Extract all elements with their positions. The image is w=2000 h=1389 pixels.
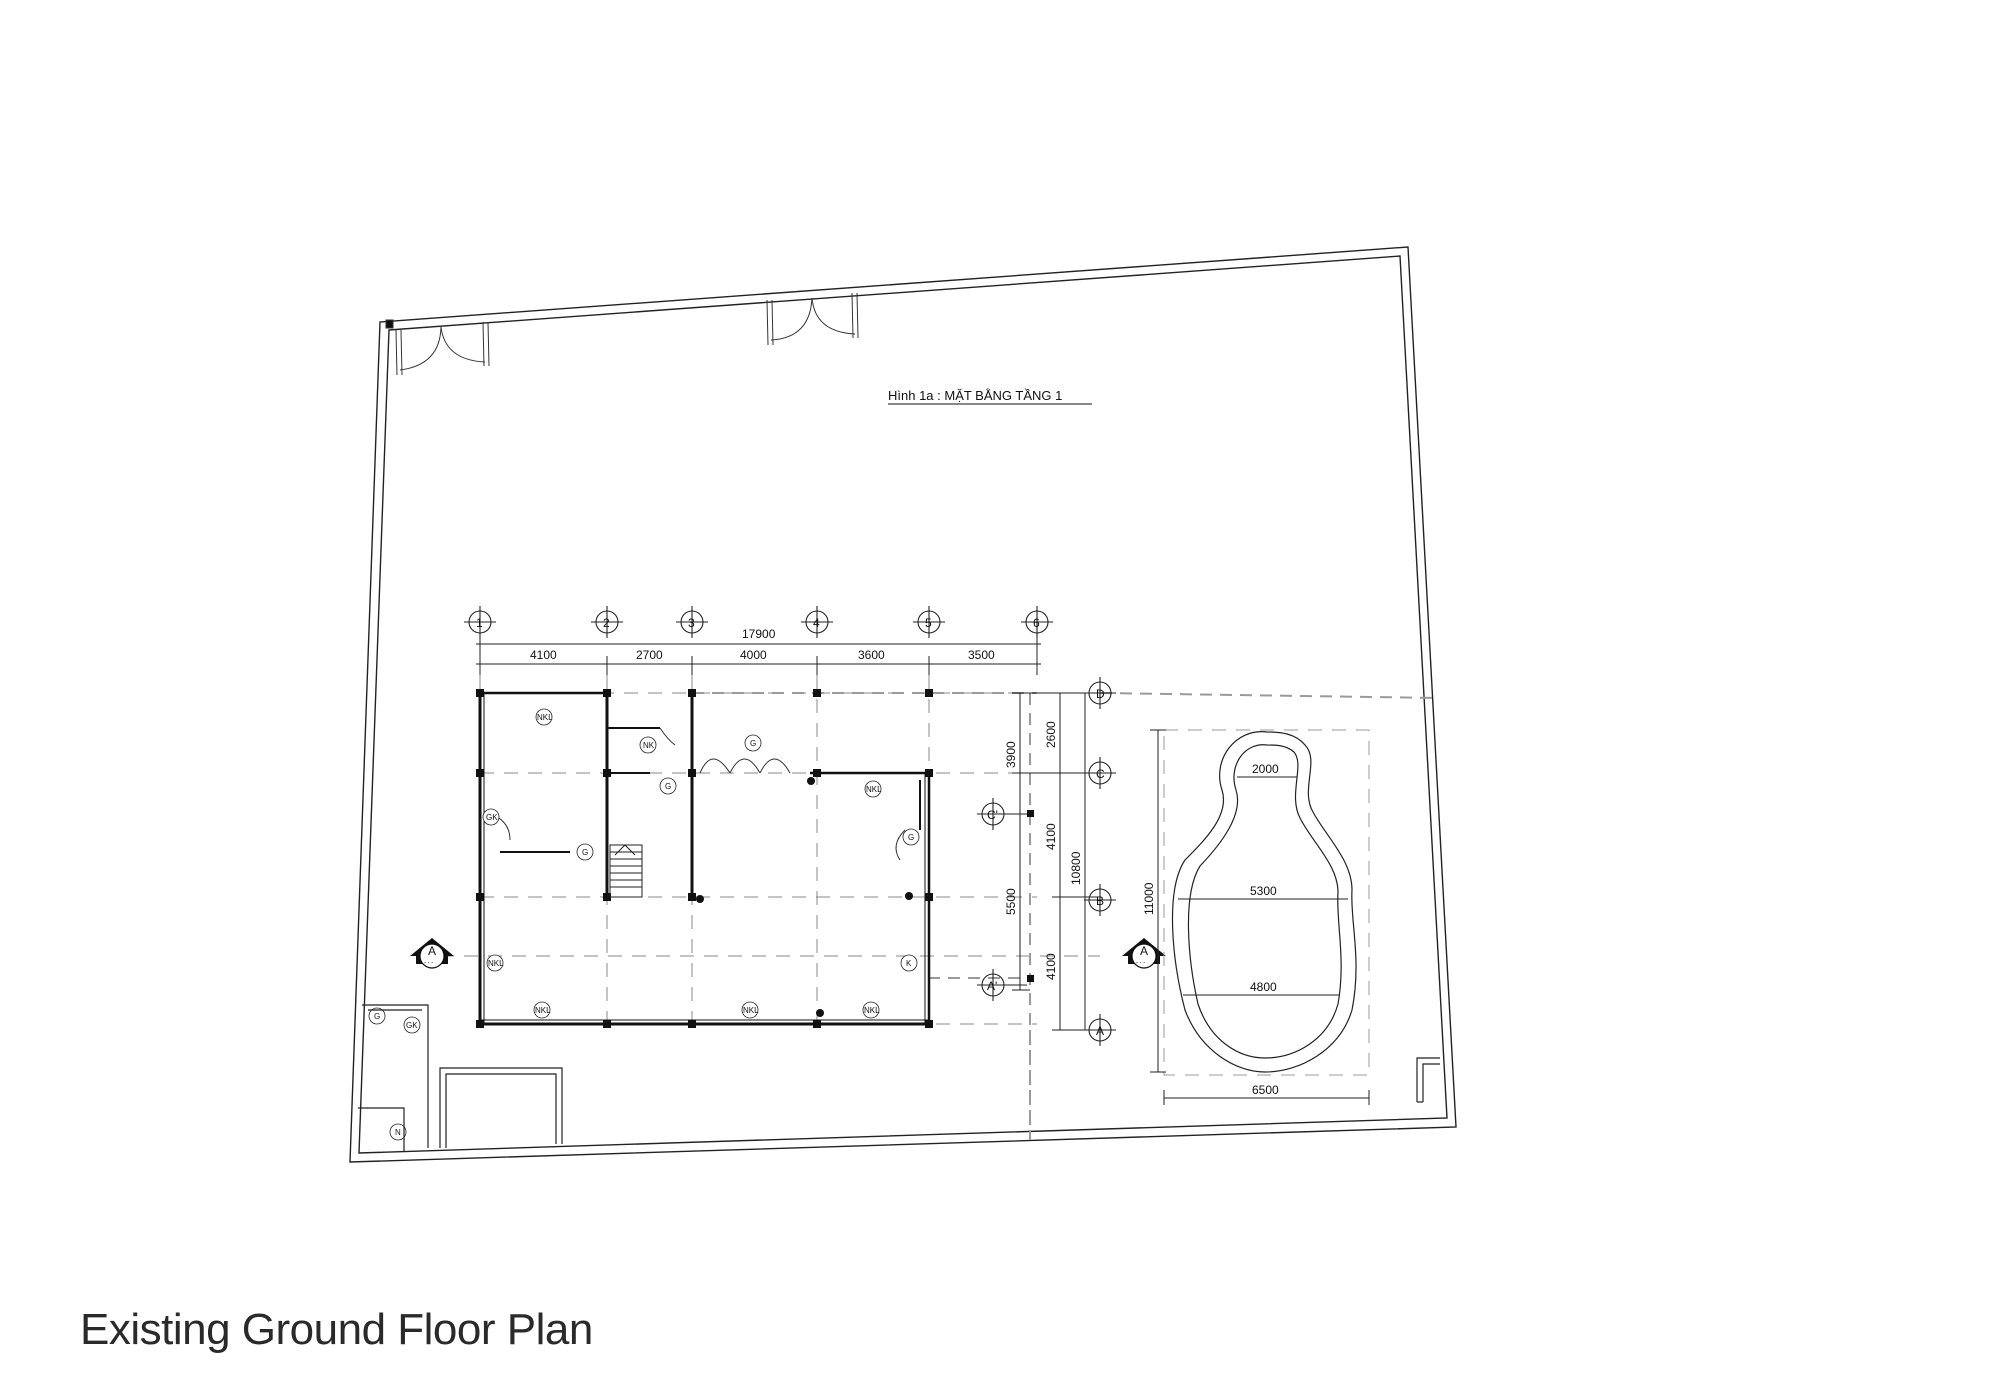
grid-col-4: 4 [813,616,820,630]
tag-nkl-3: NKL [488,959,504,968]
dim-bay-5: 3500 [968,648,995,662]
dim-bay-4: 3600 [858,648,885,662]
drawing-title: Hình 1a : MẶT BẰNG TẦNG 1 [888,388,1062,403]
gate-left [385,319,490,376]
dim-pool-mid: 5300 [1250,884,1277,898]
tag-g-5: G [374,1012,380,1021]
dim-pool-bottom: 6500 [1252,1083,1279,1097]
section-marker-right [1122,938,1166,969]
dim-pool-top: 2000 [1252,762,1279,776]
figure-caption: Existing Ground Floor Plan [80,1305,593,1354]
interior-doors [483,727,906,861]
section-marker-left [410,938,454,969]
site-dashed-lines [692,692,1441,1140]
tag-g-4: G [908,833,914,842]
building-walls [478,691,931,1026]
grid-col-2: 2 [603,616,610,630]
site-boundary [349,246,1457,1163]
tag-nkl-1: NKL [537,713,553,722]
dim-v-5500: 5500 [1004,888,1018,915]
dim-v-4100b: 4100 [1044,953,1058,980]
section-marker-right-label: A [1140,944,1148,958]
section-marker-right-sub: - - - [1136,960,1145,966]
grid-col-3: 3 [688,616,695,630]
tag-nkl-4: NKL [535,1006,551,1015]
dim-v-4100a: 4100 [1044,823,1058,850]
dim-bay-1: 4100 [530,648,557,662]
grid-col-5: 5 [925,616,932,630]
room-tag-circles [368,708,920,1141]
grid-row-bubbles [977,677,1116,1046]
section-marker-left-sub: - - - [424,960,433,966]
tag-nkl-5: NKL [743,1006,759,1015]
dim-bay-2: 2700 [636,648,663,662]
dim-pool-low: 4800 [1250,980,1277,994]
pool [1171,731,1357,1073]
pool-dimensions [1150,729,1370,1105]
tag-nk: NK [643,741,655,750]
columns [476,689,1034,1028]
dim-overall-width: 17900 [742,627,776,641]
grid-row-a: A [1096,1024,1104,1038]
tag-nkl-6: NKL [864,1006,880,1015]
dim-v-3900: 3900 [1004,741,1018,768]
grid-col-1: 1 [476,616,483,630]
stair [609,844,643,898]
grid-row-d: D [1096,687,1105,701]
dim-v-2600: 2600 [1044,721,1058,748]
grid-row-c-prime: C' [987,808,998,822]
tag-k: K [906,959,912,968]
tag-g-2: G [665,782,671,791]
outbuildings [358,1004,1440,1152]
grid-row-b: B [1096,894,1104,908]
dim-pool-length: 11000 [1142,882,1156,915]
section-marker-left-label: A [428,944,436,958]
tag-nkl-2: NKL [866,785,882,794]
dim-overall-depth: 10800 [1069,851,1083,885]
grid-column-bubbles [464,606,1053,638]
tag-g-1: G [750,739,756,748]
pool-envelope [1163,729,1370,1076]
dim-bay-3: 4000 [740,648,767,662]
grid-row-c: C [1096,767,1105,781]
tag-gk-1: GK [486,813,498,822]
top-dimensions [476,638,1041,675]
grid-lines [440,675,1100,1035]
tag-n: N [395,1128,401,1137]
grid-col-6: 6 [1033,616,1040,630]
tag-g-3: G [582,848,588,857]
tag-gk-2: GK [406,1021,418,1030]
gate-right [766,292,859,346]
grid-row-a-prime: A' [987,979,997,993]
